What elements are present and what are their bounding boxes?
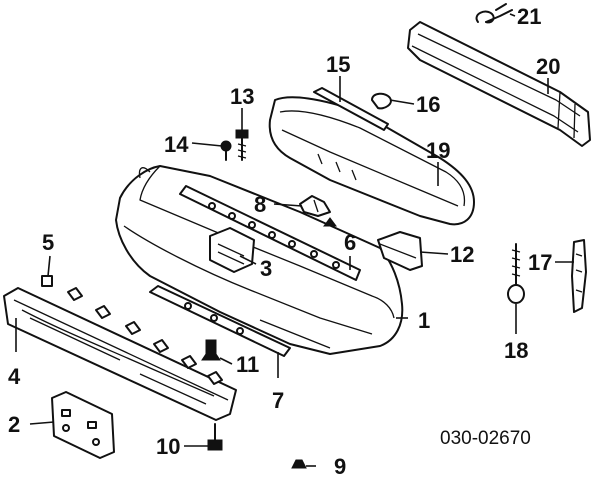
callout-21: 21 — [517, 4, 541, 29]
callout-19: 19 — [426, 138, 450, 163]
part-3-bracket — [209, 227, 255, 273]
callout-12: 12 — [450, 242, 474, 267]
callout-10: 10 — [156, 434, 180, 459]
part-14-screw — [220, 140, 232, 161]
part-13-bolt — [235, 129, 249, 161]
callout-13: 13 — [230, 84, 254, 109]
leader-lines — [15, 13, 574, 467]
callout-3: 3 — [260, 256, 272, 281]
part-7-lower-strip — [149, 285, 291, 357]
part-10-bolt — [207, 423, 223, 451]
callout-8: 8 — [254, 192, 266, 217]
callout-16: 16 — [416, 92, 440, 117]
part-18-stud — [507, 243, 525, 304]
callout-6: 6 — [344, 230, 356, 255]
callout-20: 20 — [536, 54, 560, 79]
part-19-absorber — [268, 96, 475, 226]
part-5-clips — [41, 275, 223, 385]
callout-18: 18 — [504, 338, 528, 363]
callout-9: 9 — [334, 454, 346, 479]
part-8-bracket — [299, 195, 331, 217]
nut-icon — [323, 217, 337, 227]
callout-17: 17 — [528, 250, 552, 275]
callout-5: 5 — [42, 230, 54, 255]
figure-code: 030-02670 — [440, 428, 531, 449]
callouts: 21 20 15 16 13 14 19 8 6 12 3 5 17 1 4 1… — [8, 4, 560, 479]
callout-15: 15 — [326, 52, 350, 77]
part-2-plate-bracket — [51, 391, 115, 459]
part-1-bumper-cover — [115, 165, 404, 355]
callout-4: 4 — [8, 364, 21, 389]
part-4-valance — [3, 287, 237, 421]
part-9-nut — [291, 459, 307, 469]
part-21-clip — [475, 3, 513, 24]
callout-11: 11 — [236, 352, 259, 377]
callout-14: 14 — [164, 132, 189, 157]
part-20-reinforcement — [407, 21, 591, 147]
callout-1: 1 — [418, 308, 430, 333]
callout-2: 2 — [8, 412, 20, 437]
part-17-strip — [571, 239, 587, 313]
part-12-bracket — [377, 231, 423, 271]
part-15-strip — [313, 87, 389, 131]
part-11-pushpin — [201, 339, 221, 361]
callout-7: 7 — [272, 388, 284, 413]
part-6-retainer — [179, 185, 361, 281]
part-16-clip — [371, 92, 392, 110]
